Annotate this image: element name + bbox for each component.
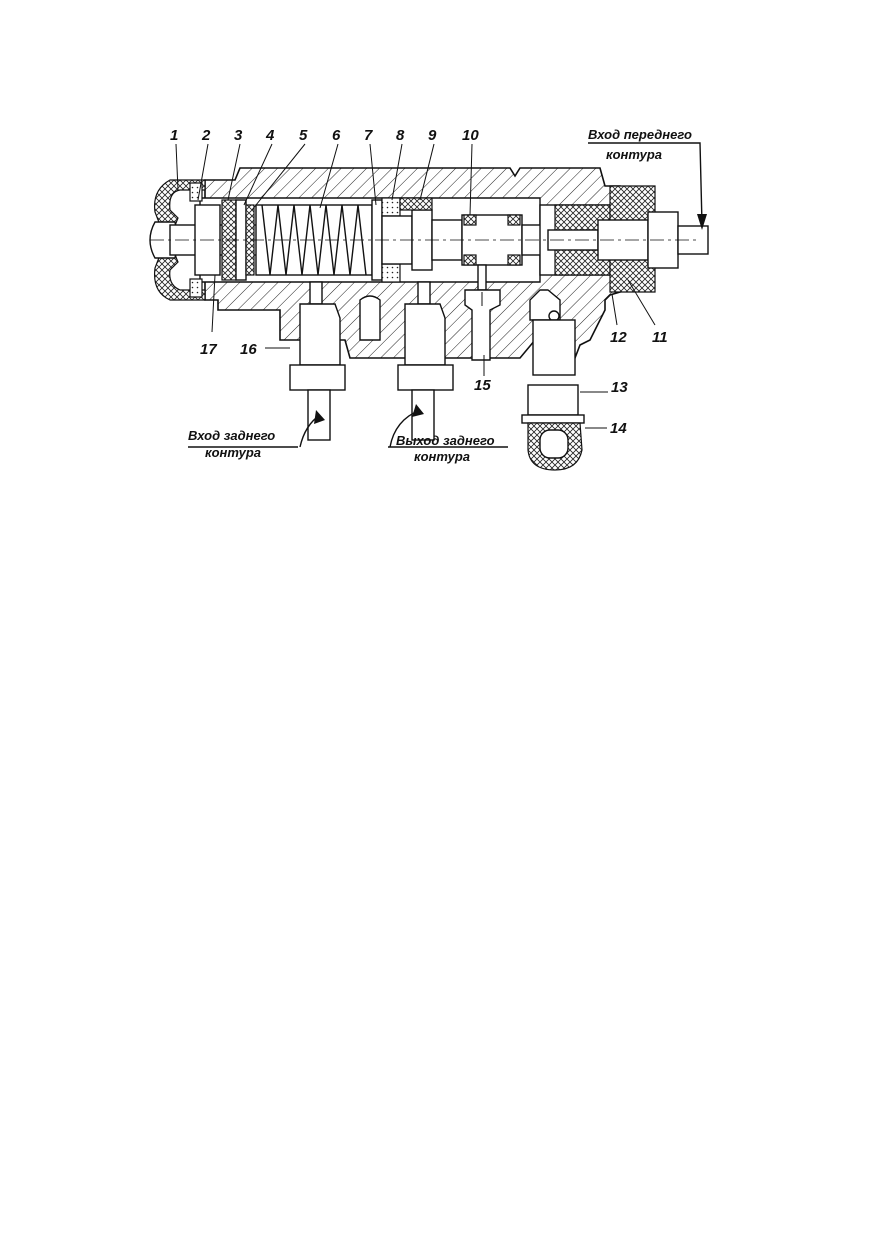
signal-sensor <box>464 264 501 361</box>
callout-numbers: 1 2 3 4 5 6 7 8 9 10 11 12 13 14 15 16 1… <box>170 127 668 437</box>
callout-14: 14 <box>610 420 627 437</box>
rear-inlet-label-line2: контура <box>205 445 261 460</box>
flow-arrows <box>188 142 707 448</box>
callout-4: 4 <box>265 127 275 144</box>
callout-17: 17 <box>200 341 217 358</box>
callout-3: 3 <box>234 127 243 144</box>
callout-6: 6 <box>332 127 341 144</box>
front-inlet-label-line2: контура <box>606 147 662 162</box>
front-inlet-label-line1: Вход переднего <box>588 127 692 142</box>
callout-9: 9 <box>428 127 437 144</box>
bleeder-valve <box>521 289 585 471</box>
callout-1: 1 <box>170 127 178 144</box>
callout-leaders <box>175 143 656 429</box>
rear-outlet-label-line2: контура <box>414 449 470 464</box>
rear-outlet-label-line1: Выход заднего <box>396 433 495 448</box>
callout-10: 10 <box>462 127 479 144</box>
callout-5: 5 <box>299 127 308 144</box>
rear-outlet-fitting <box>397 281 454 441</box>
rear-inlet-label-line1: Вход заднего <box>188 428 275 443</box>
rear-inlet-fitting <box>289 281 346 441</box>
flow-labels: Вход переднего контура Вход заднего конт… <box>188 127 692 464</box>
front-inlet-union <box>539 185 709 293</box>
callout-7: 7 <box>364 127 373 144</box>
callout-12: 12 <box>610 329 627 346</box>
callout-13: 13 <box>611 379 628 396</box>
callout-16: 16 <box>240 341 257 358</box>
callout-2: 2 <box>201 127 211 144</box>
callout-11: 11 <box>652 329 668 346</box>
callout-8: 8 <box>396 127 405 144</box>
callout-15: 15 <box>474 377 491 394</box>
